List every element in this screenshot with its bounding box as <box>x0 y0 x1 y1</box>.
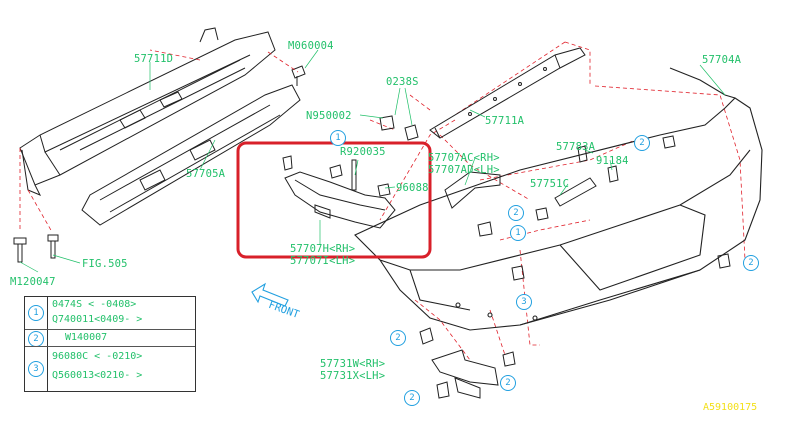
reference-code: A59100175 <box>703 402 758 413</box>
legend-text-3a: 96080C < -0210> <box>52 351 143 362</box>
clip-n950002 <box>379 115 419 141</box>
upper-bracket-57711a <box>429 47 586 139</box>
label-m120047: M120047 <box>10 276 56 288</box>
label-57731x: 57731X<LH> <box>320 370 386 382</box>
callout-2-bottom: 2 <box>404 390 420 406</box>
callout-2-lower-right: 2 <box>500 375 516 391</box>
label-57707h: 57707H<RH> <box>290 243 356 255</box>
highlight-box <box>236 141 432 259</box>
legend-text-3b: Q560013<0210- > <box>52 370 143 381</box>
label-57707ad: 57707AD<LH> <box>428 164 500 176</box>
label-fig505: FIG.505 <box>82 258 128 270</box>
callout-1-highlight: 1 <box>330 130 346 146</box>
label-57731w: 57731W<RH> <box>320 358 386 370</box>
callout-3-mid: 3 <box>516 294 532 310</box>
label-r920035: R920035 <box>340 146 386 158</box>
legend-text-1b: Q740011<0409- > <box>52 314 143 325</box>
side-bracket-57707h <box>282 155 396 229</box>
bumper-cover-57704a <box>354 67 763 331</box>
label-0238s: 0238S <box>386 76 419 88</box>
label-57711a: 57711A <box>485 115 525 127</box>
legend-row-2: 2 W140007 <box>25 329 195 347</box>
label-96088: 96088 <box>396 182 429 194</box>
callout-2-upper-right: 2 <box>634 135 650 151</box>
reinforcement-beam-57711d <box>19 27 276 196</box>
lower-bracket-57731w <box>419 327 516 399</box>
callout-2-mid: 2 <box>508 205 524 221</box>
label-57783a: 57783A <box>556 141 596 153</box>
legend-divider <box>47 297 48 391</box>
front-arrow <box>251 282 289 307</box>
legend-num-1: 1 <box>28 305 44 321</box>
screw-w140007 <box>477 135 731 281</box>
bolt-m120047 <box>13 65 306 263</box>
label-57707i: 57707I<LH> <box>290 255 356 267</box>
label-leaders <box>19 49 726 273</box>
energy-absorber-57705a <box>81 84 301 226</box>
callout-2-lower-left: 2 <box>390 330 406 346</box>
legend-table: 1 0474S < -0408> Q740011<0409- > 2 W1400… <box>24 296 196 392</box>
label-57751c: 57751C <box>530 178 570 190</box>
callout-1-mid: 1 <box>510 225 526 241</box>
label-57705a: 57705A <box>186 168 226 180</box>
label-91184: 91184 <box>596 155 629 167</box>
legend-num-3: 3 <box>28 361 44 377</box>
label-57711d: 57711D <box>134 53 174 65</box>
label-m060004: M060004 <box>288 40 334 52</box>
legend-row-3: 3 96080C < -0210> Q560013<0210- > <box>25 346 195 392</box>
label-57707ac: 57707AC<RH> <box>428 152 500 164</box>
callout-2-right: 2 <box>743 255 759 271</box>
legend-num-2: 2 <box>28 331 44 347</box>
legend-text-1a: 0474S < -0408> <box>52 299 137 310</box>
legend-text-2: W140007 <box>65 332 108 343</box>
label-57704a: 57704A <box>702 54 742 66</box>
label-n950002: N950002 <box>306 110 352 122</box>
